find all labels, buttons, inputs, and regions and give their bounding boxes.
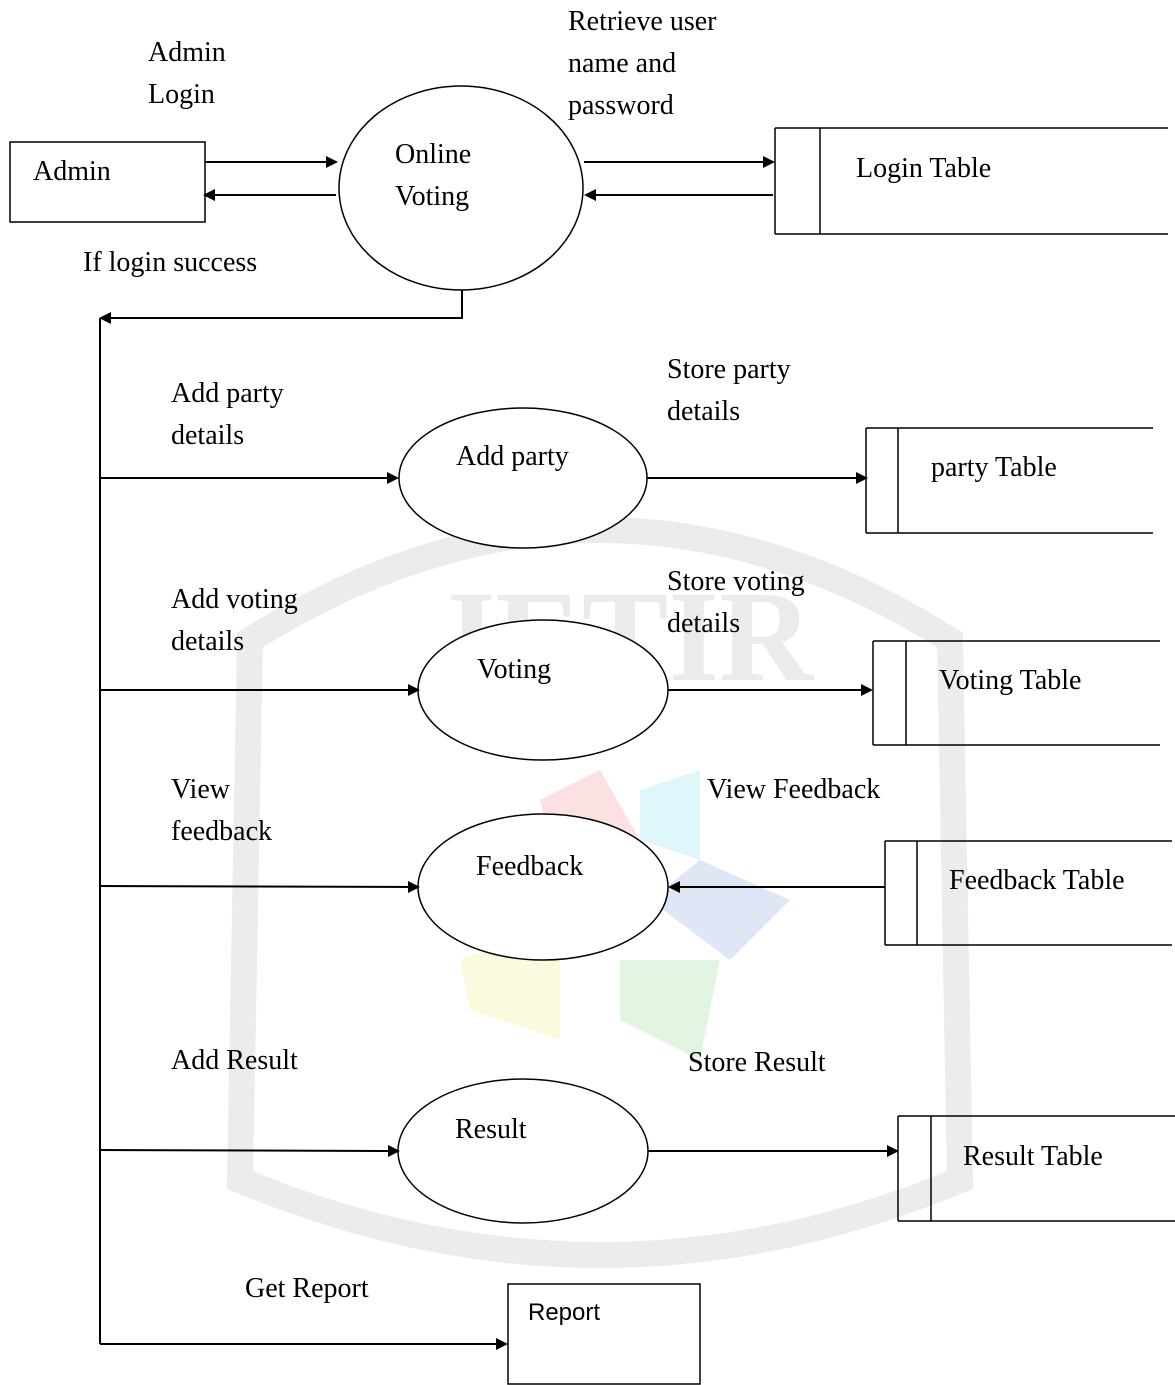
login-table-store [774,127,1168,235]
result-table-store [897,1115,1175,1222]
report-entity-box [507,1283,701,1385]
login-table-label: Login Table [856,153,992,184]
feedback-process-label: Feedback [476,851,584,882]
flow-label-add-result: Add Result [171,1045,298,1076]
feedback-table-label: Feedback Table [949,865,1125,896]
admin-entity-label: Admin [33,156,111,187]
flow-label-admin-login: Admin Login [148,37,226,110]
flow-label-view-feedback-left: View feedback [171,774,273,847]
arrow-add-result [99,1144,400,1157]
flow-label-store-voting-details: Store voting details [667,566,805,639]
flow-label-store-party-details: Store party details [667,354,791,427]
add-party-process [398,407,648,549]
result-process [397,1078,649,1224]
watermark-petal-cyan [640,770,700,860]
voting-process-label: Voting [477,654,552,685]
report-entity-label: Report [528,1299,601,1326]
flow-label-retrieve-credentials: Retrieve user name and password [568,6,717,121]
admin-entity-box [9,141,206,223]
flow-label-add-voting-details: Add voting details [171,584,298,657]
flow-label-if-login-success: If login success [83,247,258,278]
flow-label-store-result: Store Result [688,1047,826,1078]
feedback-table-store [884,840,1172,946]
arrow-view-feedback-in [99,880,420,893]
flow-label-get-report: Get Report [245,1273,369,1304]
arrow-login-success [99,290,463,324]
watermark-petal-blue [650,860,790,960]
add-party-process-label: Add party [456,441,569,472]
flow-label-view-feedback-right: View Feedback [707,774,881,805]
result-table-label: Result Table [963,1141,1103,1172]
flow-label-add-party-details: Add party details [171,378,284,451]
watermark-petal-green [620,960,720,1060]
result-process-label: Result [455,1114,527,1145]
voting-table-store [872,640,1160,746]
online-voting-process-label: Online Voting [395,139,472,212]
party-table-label: party Table [931,452,1057,483]
party-table-store [865,427,1153,534]
voting-table-label: Voting Table [939,665,1082,696]
